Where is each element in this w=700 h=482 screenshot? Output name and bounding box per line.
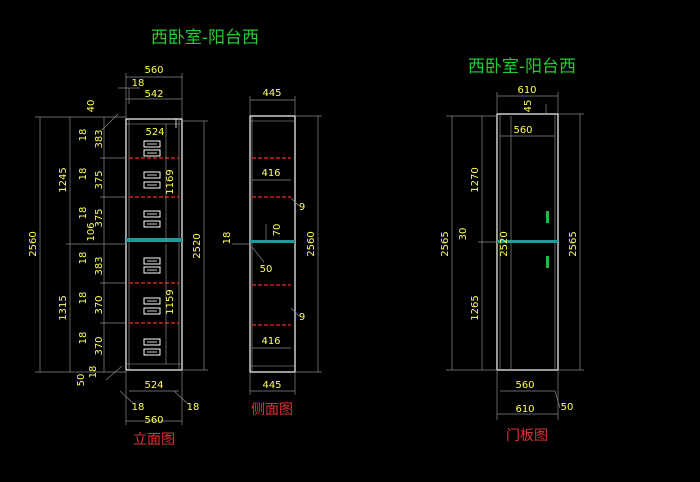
front-shelves <box>129 157 179 324</box>
left-chain-dim: 375 <box>94 170 105 189</box>
front-left-dim-lines <box>35 116 126 373</box>
front-inner-height-1159: 1159 <box>165 289 176 314</box>
left-chain-dim: 18 <box>78 129 89 142</box>
door-bottom-50: 50 <box>561 402 574 413</box>
side-hanging-rail <box>250 240 295 243</box>
door-bottom-width-560: 560 <box>515 380 534 391</box>
front-base-50: 50 <box>76 374 87 387</box>
left-chain-dim: 383 <box>94 129 105 148</box>
left-chain-dim: 383 <box>94 256 105 275</box>
front-top-dims <box>118 73 183 119</box>
front-inner-width-524: 524 <box>145 127 164 138</box>
left-chain-dim: 370 <box>94 295 105 314</box>
front-left-chain: 18 383 18 375 18 375 106 18 383 18 370 1… <box>78 129 105 356</box>
side-gap-9-upper: 9 <box>299 202 305 213</box>
front-bottom-width-560: 560 <box>144 415 163 426</box>
door-view-caption: 门板图 <box>506 428 548 444</box>
side-inner-416-lower: 416 <box>261 336 280 347</box>
door-lower-height-1265: 1265 <box>470 295 481 320</box>
side-rail-50: 50 <box>260 264 273 275</box>
front-bottom-18-right: 18 <box>187 402 200 413</box>
side-view-caption: 侧面图 <box>251 402 293 418</box>
front-drawers <box>143 140 161 356</box>
door-offset-45: 45 <box>523 100 534 113</box>
front-view-title: 西卧室-阳台西 <box>151 28 259 48</box>
front-bottom-dims <box>119 370 189 425</box>
left-chain-dim: 18 <box>78 207 89 220</box>
left-chain-dim: 106 <box>86 222 97 241</box>
side-cabinet-outline <box>249 115 296 373</box>
door-view-title: 西卧室-阳台西 <box>468 57 576 77</box>
front-width-542: 542 <box>144 89 163 100</box>
left-chain-dim: 18 <box>78 168 89 181</box>
left-chain-dim: 375 <box>94 208 105 227</box>
door-bottom-width-610: 610 <box>515 404 534 415</box>
door-upper-height-1270: 1270 <box>470 167 481 192</box>
front-hanging-rail <box>126 238 182 242</box>
front-side-panel-18: 18 <box>132 78 145 89</box>
front-total-height-2560: 2560 <box>28 231 39 256</box>
door-handle-lower <box>546 256 549 268</box>
door-width-610-top: 610 <box>517 85 536 96</box>
door-total-height-2565-right: 2565 <box>568 231 579 256</box>
left-chain-dim: 370 <box>94 336 105 355</box>
side-depth-445-bottom: 445 <box>262 380 281 391</box>
door-total-height-2565-left: 2565 <box>440 231 451 256</box>
front-bottom-width-524: 524 <box>144 380 163 391</box>
door-inner-height-2520: 2520 <box>499 231 510 256</box>
front-view-caption: 立面图 <box>133 432 175 448</box>
side-view: 445 416 416 70 50 18 9 9 2560 <box>222 88 322 418</box>
door-view: 610 45 560 1270 1265 2565 30 2520 2565 <box>440 85 584 444</box>
front-width-560: 560 <box>144 65 163 76</box>
left-chain-dim: 18 <box>78 252 89 265</box>
side-shelves <box>252 157 291 326</box>
side-inner-416-upper: 416 <box>261 168 280 179</box>
side-depth-445-top: 445 <box>262 88 281 99</box>
front-top-gap-40: 40 <box>86 100 97 113</box>
side-gap-9-lower: 9 <box>299 312 305 323</box>
door-split-line <box>497 240 558 243</box>
front-cabinet-outline <box>125 118 183 371</box>
side-height-2560: 2560 <box>306 231 317 256</box>
front-inner-height-1169: 1169 <box>165 169 176 194</box>
front-lower-height-1315: 1315 <box>58 295 69 320</box>
door-gap-30: 30 <box>458 228 469 241</box>
front-view: 560 18 542 40 18 383 18 375 18 375 106 <box>28 65 208 448</box>
front-base-18: 18 <box>88 366 99 379</box>
left-chain-dim: 18 <box>78 292 89 305</box>
side-rail-offset-70: 70 <box>272 224 283 237</box>
front-bottom-18-left: 18 <box>132 402 145 413</box>
side-rail-18: 18 <box>222 232 233 245</box>
door-handle-upper <box>546 211 549 223</box>
front-right-height-2520: 2520 <box>192 233 203 258</box>
door-inner-width-560: 560 <box>513 125 532 136</box>
left-chain-dim: 18 <box>78 332 89 345</box>
front-upper-height-1245: 1245 <box>58 167 69 192</box>
